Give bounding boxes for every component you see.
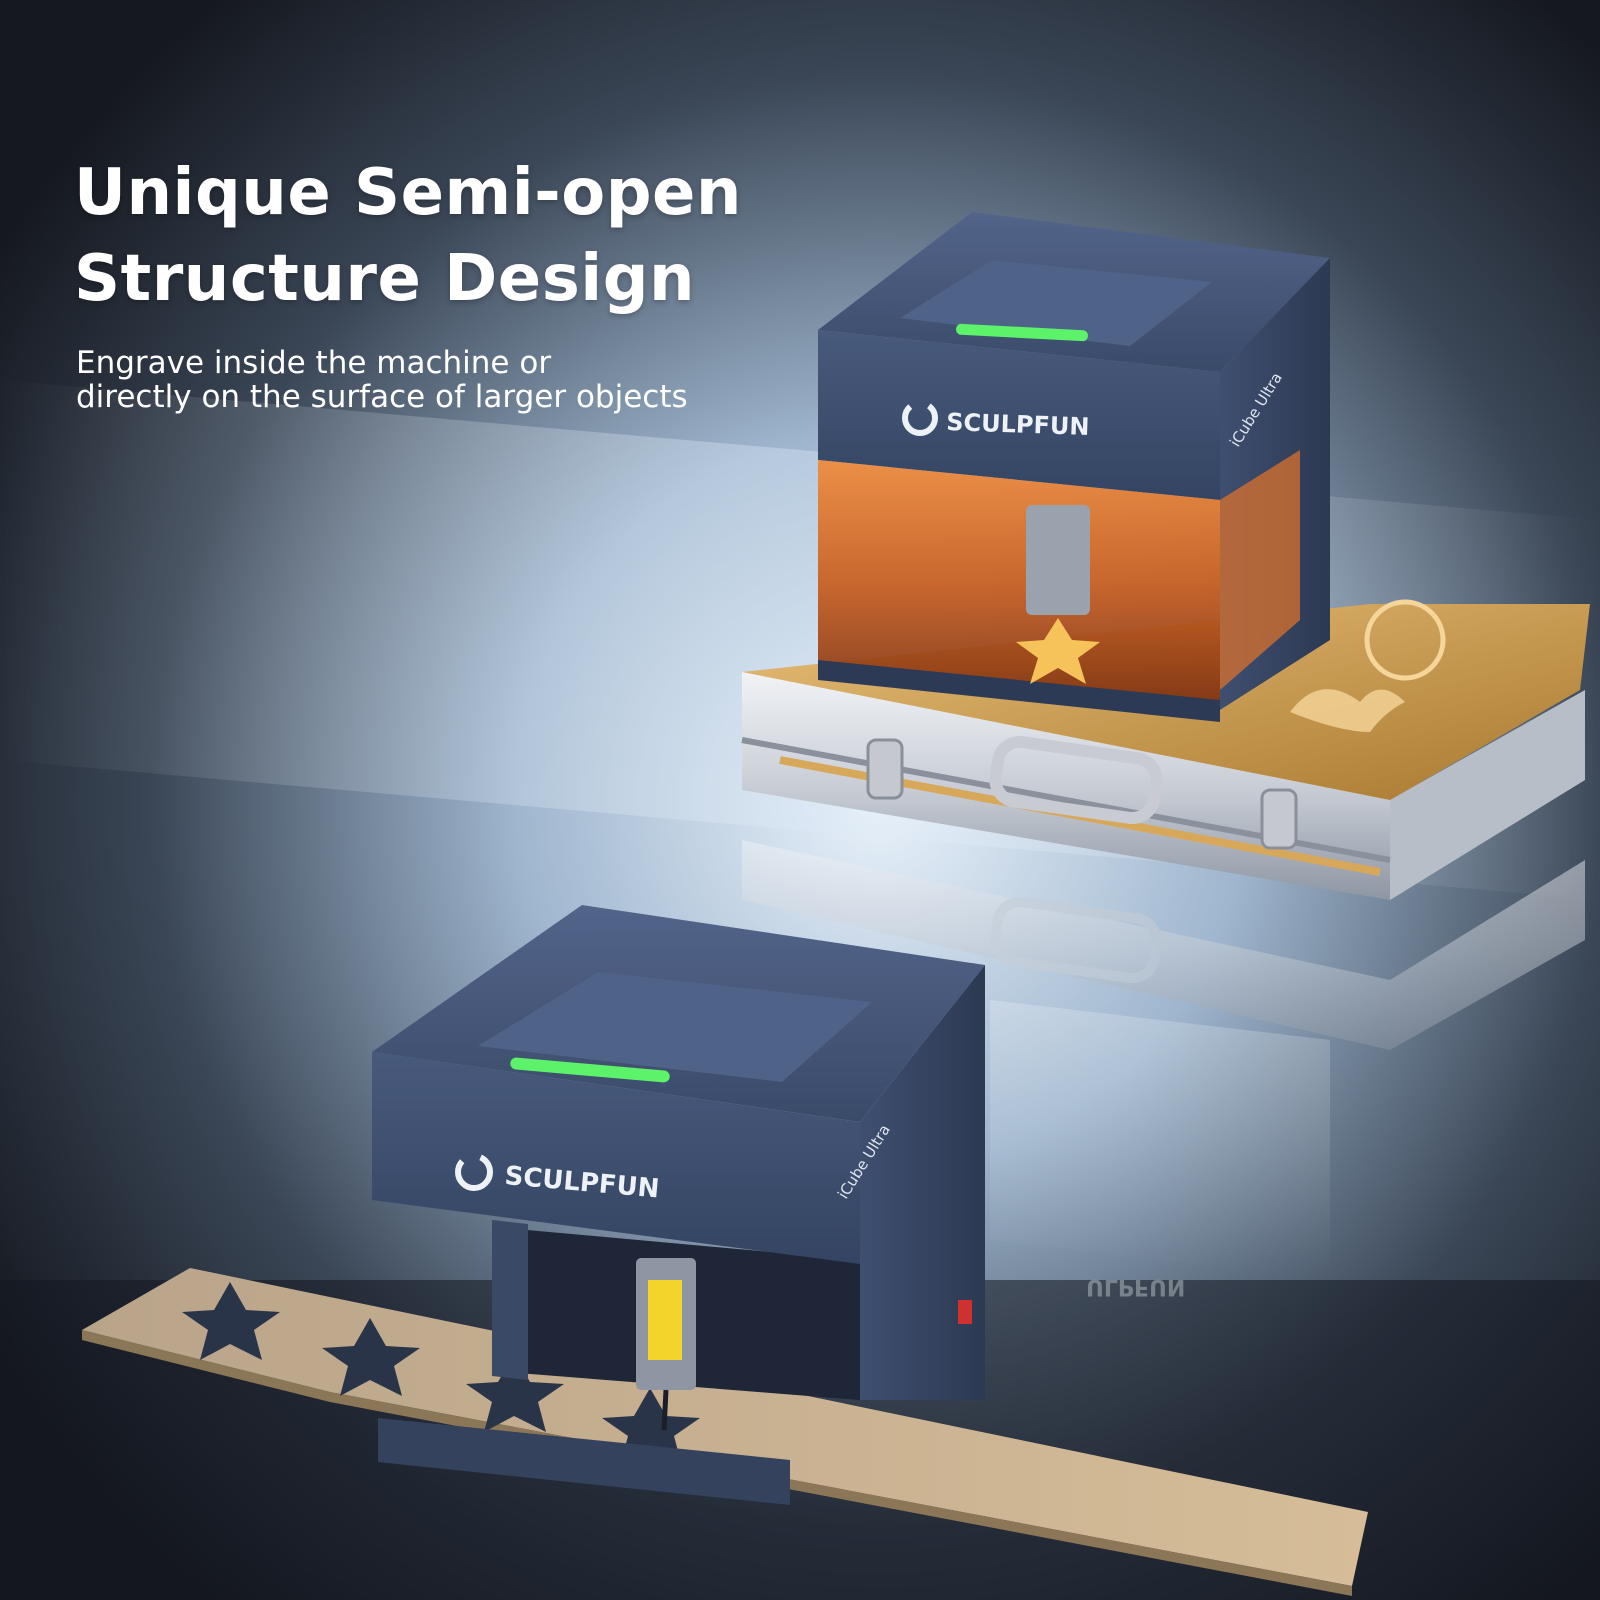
headline-line-2: Structure Design <box>74 242 696 316</box>
machine-lower: SCULPFUN iCube Ultra <box>372 905 985 1505</box>
headline-line-1: Unique Semi-open <box>74 156 742 230</box>
upper-orange-side <box>1220 450 1300 690</box>
wood-plank <box>82 1268 1368 1596</box>
reflection-handle <box>990 897 1162 983</box>
upper-orange-shield <box>818 460 1220 708</box>
case-engraving-emblem <box>1364 599 1446 681</box>
case-latch-left <box>866 738 904 800</box>
upper-laser-head <box>1026 505 1090 615</box>
machine-upper: SCULPFUN iCube Ultra <box>818 212 1330 722</box>
plank-edge <box>82 1330 1352 1596</box>
lower-left-leg <box>492 1220 528 1380</box>
upper-top-panel <box>900 260 1212 346</box>
upper-base <box>818 660 1220 722</box>
lower-laser-warning-label <box>648 1280 682 1360</box>
case-handle <box>989 736 1163 824</box>
lower-power-switch <box>958 1300 972 1324</box>
lower-base-plate <box>378 1418 790 1505</box>
lower-side-face <box>860 965 985 1264</box>
page-headline: Unique Semi-open Structure Design <box>74 150 742 322</box>
travel-case <box>741 599 1590 900</box>
upper-brand-logo: SCULPFUN <box>902 400 1090 441</box>
lower-front-face <box>372 1052 860 1264</box>
star-cutout <box>322 1318 420 1396</box>
lower-laser-nozzle <box>661 1389 669 1431</box>
upper-front-face <box>818 330 1220 500</box>
page-subtitle: Engrave inside the machine or directly o… <box>76 346 688 414</box>
lower-top-panel <box>478 972 872 1082</box>
star-cutout <box>466 1354 564 1432</box>
swirl-logo-icon <box>455 1153 493 1191</box>
subtitle-line-1: Engrave inside the machine or <box>76 345 552 381</box>
swirl-logo-icon <box>902 400 938 436</box>
case-side <box>1390 690 1585 900</box>
upper-brand-text: SCULPFUN <box>946 408 1090 441</box>
star-cutout <box>182 1282 280 1360</box>
subtitle-line-2: directly on the surface of larger object… <box>76 379 688 415</box>
upper-status-light <box>956 323 1088 342</box>
reflection-brand-text: ULPFUN <box>1086 1274 1185 1299</box>
reflection-case <box>742 840 1585 1050</box>
case-engraving-dragon <box>1290 689 1405 732</box>
case-latch-right <box>1260 788 1298 850</box>
reflection-machine <box>990 1000 1330 1280</box>
reflection-brand: ULPFUN <box>1086 1274 1185 1299</box>
reflection: ULPFUN <box>742 840 1585 1299</box>
upper-star-engraving <box>1016 618 1100 684</box>
lower-status-light <box>510 1057 670 1083</box>
